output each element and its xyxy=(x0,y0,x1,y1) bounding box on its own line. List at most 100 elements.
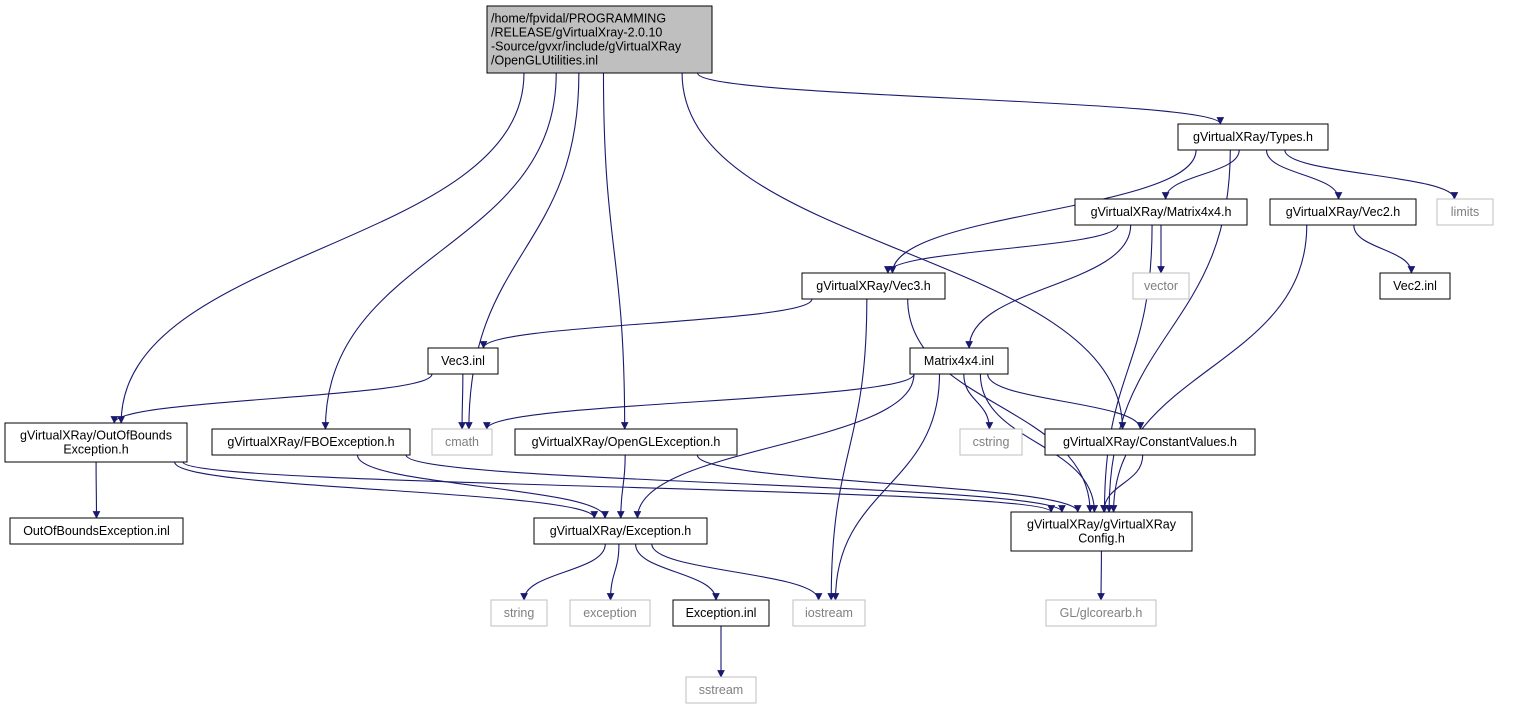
edge-types_h-to-vec2_h xyxy=(1265,149,1343,200)
node-label: gVirtualXRay/FBOException.h xyxy=(227,435,394,449)
node-outofbounds-h[interactable]: gVirtualXRay/OutOfBoundsException.h xyxy=(4,422,188,463)
node-label: limits xyxy=(1451,205,1479,219)
node-box xyxy=(427,347,499,375)
node-label: gVirtualXRay/Exception.h xyxy=(550,524,692,538)
edge-root-to-constantvalues_h xyxy=(681,72,1127,430)
node-label: Exception.inl xyxy=(686,606,757,620)
node-vec2-h[interactable]: gVirtualXRay/Vec2.h xyxy=(1269,198,1417,226)
node-box xyxy=(1010,511,1193,552)
node-outofbounds-inl[interactable]: OutOfBoundsException.inl xyxy=(9,517,184,545)
node-box xyxy=(1269,198,1417,226)
node-box xyxy=(959,428,1023,456)
node-box xyxy=(792,599,866,627)
node-label: gVirtualXRay/OutOfBounds xyxy=(20,429,172,443)
node-box xyxy=(533,517,708,545)
node-box xyxy=(9,517,184,545)
edge-types_h-to-vec3_h xyxy=(888,149,1197,274)
edge-vec3_h-to-iostream xyxy=(827,298,868,601)
edge-exception_h-to-string xyxy=(520,543,606,601)
edge-vec3_h-to-vec3_inl xyxy=(479,298,813,349)
edge-matrix4x4_inl-to-cmath xyxy=(483,373,915,430)
edge-outofbounds_h-to-exception_h xyxy=(174,461,599,519)
node-label: /OpenGLUtilities.inl xyxy=(491,54,598,68)
node-box xyxy=(1045,599,1157,627)
node-label: cmath xyxy=(445,435,479,449)
node-layer: /home/fpvidal/PROGRAMMING/RELEASE/gVirtu… xyxy=(4,5,1494,704)
node-label: Matrix4x4.inl xyxy=(924,354,994,368)
node-box xyxy=(1044,428,1256,456)
node-root[interactable]: /home/fpvidal/PROGRAMMING/RELEASE/gVirtu… xyxy=(486,5,713,74)
node-label: gVirtualXRay/ConstantValues.h xyxy=(1063,435,1237,449)
node-box xyxy=(4,422,188,463)
node-box xyxy=(486,5,713,74)
edge-vec2_h-to-vec2_inl xyxy=(1353,224,1416,274)
node-matrix4x4-h[interactable]: gVirtualXRay/Matrix4x4.h xyxy=(1074,198,1248,226)
edge-matrix4x4_inl-to-exception_h xyxy=(633,373,915,519)
node-constantvalues-h[interactable]: gVirtualXRay/ConstantValues.h xyxy=(1044,428,1256,456)
node-types-h[interactable]: gVirtualXRay/Types.h xyxy=(1177,123,1329,151)
edge-root-to-outofbounds_h xyxy=(117,72,525,424)
node-label: gVirtualXRay/Matrix4x4.h xyxy=(1091,205,1232,219)
node-exception-inl[interactable]: Exception.inl xyxy=(672,599,770,627)
node-glcorearb-h: GL/glcorearb.h xyxy=(1045,599,1157,627)
node-box xyxy=(1132,272,1190,300)
node-box xyxy=(801,272,946,300)
edge-vec2_h-to-config_h xyxy=(1109,224,1308,513)
node-cstring: cstring xyxy=(959,428,1023,456)
node-iostream: iostream xyxy=(792,599,866,627)
node-label: cstring xyxy=(973,435,1010,449)
node-vector: vector xyxy=(1132,272,1190,300)
node-box xyxy=(909,347,1009,375)
edge-matrix4x4_h-to-matrix4x4_inl xyxy=(965,224,1132,349)
edge-root-to-types_h xyxy=(696,72,1225,125)
node-label: gVirtualXRay/Types.h xyxy=(1193,130,1313,144)
edge-root-to-openglexception_h xyxy=(602,72,629,430)
node-limits: limits xyxy=(1436,198,1494,226)
edge-matrix4x4_inl-to-iostream xyxy=(831,373,941,601)
node-string: string xyxy=(490,599,548,627)
node-box xyxy=(1074,198,1248,226)
edge-matrix4x4_inl-to-config_h xyxy=(979,373,1099,513)
node-exception: exception xyxy=(569,599,651,627)
node-label: vector xyxy=(1144,279,1178,293)
node-exception-h[interactable]: gVirtualXRay/Exception.h xyxy=(533,517,708,545)
node-openglexception-h[interactable]: gVirtualXRay/OpenGLException.h xyxy=(514,428,738,456)
edge-exception_h-to-iostream xyxy=(651,543,823,601)
edge-vec3_inl-to-outofbounds_h xyxy=(110,373,433,424)
edge-fboexception_h-to-exception_h xyxy=(356,454,609,519)
edge-fboexception_h-to-config_h xyxy=(405,454,1066,513)
edge-root-to-cmath xyxy=(465,72,580,430)
edge-vec3_h-to-config_h xyxy=(907,298,1094,513)
node-box xyxy=(1177,123,1329,151)
node-label: gVirtualXRay/Vec3.h xyxy=(816,279,930,293)
node-label: sstream xyxy=(699,683,743,697)
node-label: gVirtualXRay/Vec2.h xyxy=(1286,205,1400,219)
node-box xyxy=(211,428,411,456)
node-label: gVirtualXRay/OpenGLException.h xyxy=(532,435,721,449)
node-sstream: sstream xyxy=(685,676,757,704)
node-vec3-inl[interactable]: Vec3.inl xyxy=(427,347,499,375)
node-label: Vec2.inl xyxy=(1393,279,1437,293)
node-box xyxy=(685,676,757,704)
node-box xyxy=(1379,272,1451,300)
edge-openglexception_h-to-exception_h xyxy=(616,454,626,519)
edge-matrix4x4_h-to-vec3_h xyxy=(884,224,1119,274)
node-fboexception-h[interactable]: gVirtualXRay/FBOException.h xyxy=(211,428,411,456)
node-label: Exception.h xyxy=(63,443,128,457)
edge-outofbounds_h-to-config_h xyxy=(182,461,1055,513)
node-box xyxy=(514,428,738,456)
edge-types_h-to-limits xyxy=(1284,149,1459,200)
node-vec2-inl[interactable]: Vec2.inl xyxy=(1379,272,1451,300)
node-label: string xyxy=(504,606,535,620)
node-label: GL/glcorearb.h xyxy=(1060,606,1143,620)
edge-exception_h-to-exception_inl xyxy=(635,543,720,601)
node-label: exception xyxy=(583,606,637,620)
edge-vec3_inl-to-cmath xyxy=(458,373,466,430)
node-label: /home/fpvidal/PROGRAMMING xyxy=(491,12,666,26)
node-vec3-h[interactable]: gVirtualXRay/Vec3.h xyxy=(801,272,946,300)
node-matrix4x4-inl[interactable]: Matrix4x4.inl xyxy=(909,347,1009,375)
node-label: gVirtualXRay/gVirtualXRay xyxy=(1027,518,1177,532)
node-label: Vec3.inl xyxy=(441,354,485,368)
